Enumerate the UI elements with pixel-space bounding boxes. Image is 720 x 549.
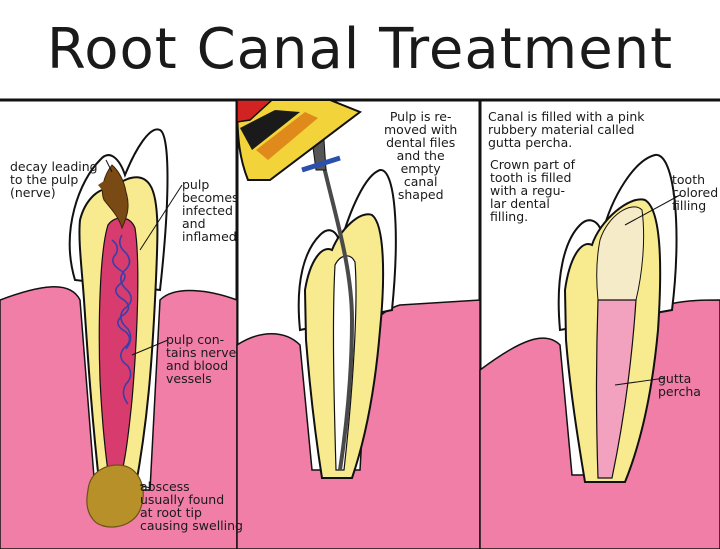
leader-infected xyxy=(139,184,183,251)
leader-colored xyxy=(624,194,681,226)
label-gutta: gutta percha xyxy=(658,371,701,399)
crown-filling-3 xyxy=(596,206,645,301)
handpiece-black-2 xyxy=(240,110,300,150)
panel-1-infected-tooth xyxy=(0,128,238,549)
pulp-1 xyxy=(98,217,139,486)
label-filled: Canal is filled with a pink rubbery mate… xyxy=(488,109,645,150)
gum-1 xyxy=(0,286,238,549)
label-decay: decay leading to the pulp (nerve) xyxy=(10,159,98,200)
label-infected: pulp becomes infected and inflamed xyxy=(182,177,239,244)
label-colored: tooth colored filling xyxy=(672,172,719,213)
panel-3-filled-tooth xyxy=(479,154,720,549)
dental-file-2 xyxy=(316,139,355,471)
leader-nerves xyxy=(131,339,169,356)
leader-decay xyxy=(105,159,113,173)
handpiece-orange-2 xyxy=(256,112,318,160)
leader-abscess xyxy=(139,484,151,489)
leader-gutta xyxy=(614,377,666,386)
panel-2-cleaned-canal xyxy=(235,99,481,549)
handpiece-red-2 xyxy=(236,99,274,123)
nerve-lines-1 xyxy=(111,234,132,405)
abscess-1 xyxy=(86,464,144,528)
label-crown: Crown part of tooth is filled with a reg… xyxy=(490,157,576,224)
label-removed: Pulp is re- moved with dental files and … xyxy=(384,109,458,202)
page-title: Root Canal Treatment xyxy=(46,17,674,82)
file-stopper-2 xyxy=(301,155,341,173)
label-nerves: pulp con- tains nerve and blood vessels xyxy=(166,332,237,386)
decay-spot-1 xyxy=(98,181,108,191)
gutta-percha-3 xyxy=(595,299,637,479)
label-abscess: abscess usually found at root tip causin… xyxy=(140,479,243,533)
